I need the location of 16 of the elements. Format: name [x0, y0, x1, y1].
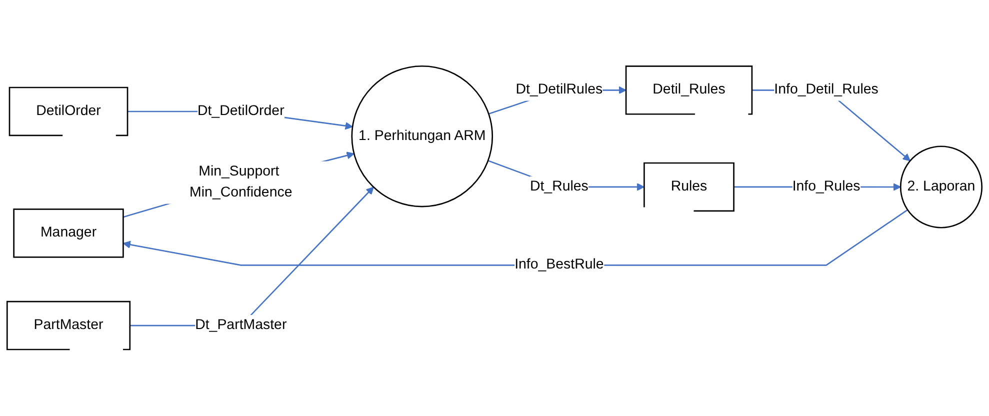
- edge-label: Dt_DetilRules: [516, 82, 603, 98]
- edge-label: Info_Detil_Rules: [774, 82, 878, 98]
- edge-label: Info_BestRule: [514, 257, 604, 272]
- node-box: Rules: [644, 162, 734, 212]
- node-box: Manager: [13, 208, 124, 258]
- arrow: [122, 209, 908, 266]
- edge-label: Dt_Rules: [530, 179, 588, 194]
- edge-label: Info_Rules: [792, 179, 860, 194]
- node-box: DetilOrder: [8, 87, 128, 136]
- node-box: Detil_Rules: [625, 66, 753, 115]
- node-circle: 1. Perhitungan ARM: [351, 66, 494, 208]
- edge-label: Min_Support Min_Confidence: [190, 164, 292, 200]
- node-circle: 2. Laporan: [900, 146, 983, 228]
- node-box: PartMaster: [6, 301, 131, 350]
- edge-label: Dt_DetilOrder: [197, 104, 284, 119]
- edge-label: Dt_PartMaster: [195, 318, 287, 333]
